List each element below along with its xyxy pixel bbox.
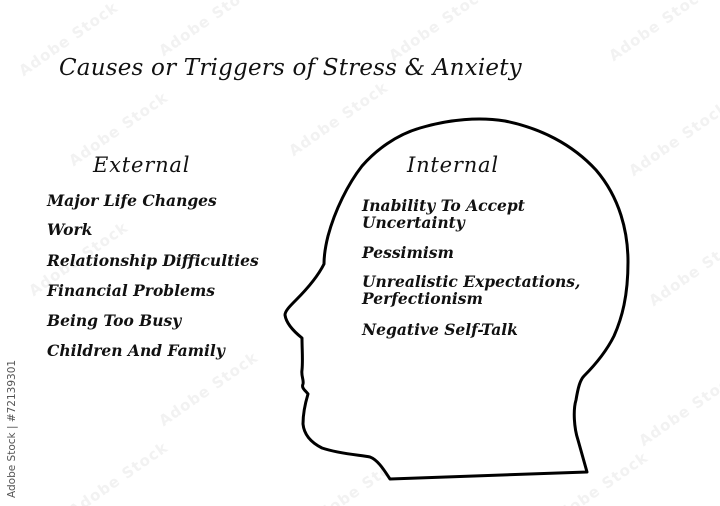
external-item: Major Life Changes: [47, 191, 217, 210]
external-item: Relationship Difficulties: [47, 251, 259, 270]
external-heading: External: [93, 153, 191, 177]
external-item: Children And Family: [47, 341, 225, 360]
internal-item: Pessimism: [362, 243, 454, 262]
external-item: Financial Problems: [47, 281, 216, 300]
external-item: Being Too Busy: [47, 311, 182, 330]
internal-heading: Internal: [407, 153, 499, 177]
external-item: Work: [47, 220, 93, 239]
internal-item: Inability To Accept Uncertainty: [362, 196, 525, 232]
head-outline-path: [283, 117, 630, 481]
internal-item: Negative Self-Talk: [362, 320, 518, 339]
diagram-title: Causes or Triggers of Stress & Anxiety: [59, 55, 522, 81]
stock-credit-label: Adobe Stock | #72139301: [6, 359, 18, 498]
internal-item: Unrealistic Expectations, Perfectionism: [362, 272, 581, 308]
